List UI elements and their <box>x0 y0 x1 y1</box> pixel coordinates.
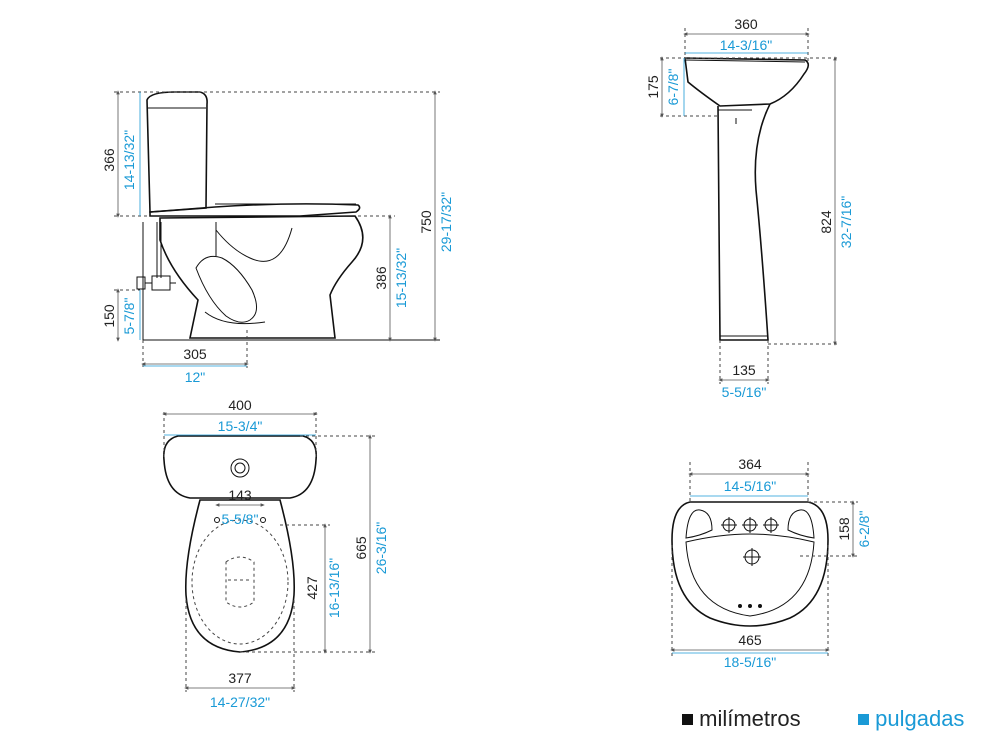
overall-height-mm: 824 <box>818 210 834 234</box>
basin-top-width-mm: 364 <box>738 456 762 472</box>
basin-top-outline <box>671 501 829 627</box>
bowl-length-mm: 427 <box>304 576 320 600</box>
total-height-in: 29-17/32" <box>438 192 454 252</box>
toilet-top-view: 400 15-3/4" 143 5-5/8" 427 16-13/16" 665… <box>162 397 389 710</box>
basin-side <box>684 57 810 107</box>
bowl-width-in: 14-27/32" <box>210 694 270 710</box>
toilet-side-view: 366 14-13/32" 150 5-7/8" 305 12" 386 15-… <box>101 90 454 385</box>
inlet-height-in: 5-7/8" <box>121 298 137 335</box>
bolt-spacing-in: 5-5/8" <box>222 511 259 527</box>
basin-height-mm: 175 <box>645 75 661 99</box>
total-length-in: 26-3/16" <box>373 522 389 574</box>
basin-depth-in: 6-2/8" <box>856 511 872 548</box>
tank-width-in: 15-3/4" <box>218 418 263 434</box>
legend-mm-swatch-icon <box>682 714 693 725</box>
legend-mm-label: milímetros <box>699 706 801 731</box>
faucet-hole-left-icon <box>721 517 737 533</box>
seat-height-in: 15-13/32" <box>393 248 409 308</box>
basin-height-in: 6-7/8" <box>665 69 681 106</box>
basin-overall-width-mm: 465 <box>738 632 762 648</box>
rough-in-mm: 305 <box>183 346 207 362</box>
seat-height-mm: 386 <box>373 266 389 290</box>
overall-height-in: 32-7/16" <box>838 196 854 248</box>
total-height-mm: 750 <box>418 210 434 234</box>
basin-top-view: 364 14-5/16" 158 6-2/8" 465 18-5/16" <box>670 456 872 670</box>
basin-top-width-in: 14-5/16" <box>724 478 776 494</box>
toilet-tank <box>146 91 208 213</box>
toilet-seat <box>149 203 361 217</box>
drain-icon <box>743 548 761 566</box>
overflow-icon <box>738 604 762 608</box>
bowl-inner-outline <box>191 519 289 645</box>
bolt-spacing-mm: 143 <box>228 487 252 503</box>
legend-in-label: pulgadas <box>875 706 965 731</box>
basin-overall-width-in: 18-5/16" <box>724 654 776 670</box>
pedestal-base-in: 5-5/16" <box>722 384 767 400</box>
rough-in-in: 12" <box>185 369 206 385</box>
pedestal-side-view: 360 14-3/16" 175 6-7/8" 824 32-7/16" 135… <box>645 16 854 400</box>
basin-depth-mm: 158 <box>836 517 852 541</box>
supply-valve-icon <box>136 222 176 291</box>
legend-millimeters: milímetros <box>682 706 801 732</box>
bolt-hole-right-icon <box>260 517 266 523</box>
total-length-mm: 665 <box>353 536 369 560</box>
bowl-length-in: 16-13/16" <box>326 558 342 618</box>
inlet-height-mm: 150 <box>101 304 117 328</box>
basin-width-mm: 360 <box>734 16 758 32</box>
legend-inches: pulgadas <box>858 706 964 732</box>
legend-in-swatch-icon <box>858 714 869 725</box>
flush-button-icon <box>230 458 250 478</box>
faucet-hole-right-icon <box>763 517 779 533</box>
bolt-hole-left-icon <box>214 517 220 523</box>
tank-height-mm: 366 <box>101 148 117 172</box>
toilet-bowl <box>159 215 364 339</box>
tank-height-in: 14-13/32" <box>121 130 137 190</box>
faucet-hole-center-icon <box>742 517 758 533</box>
tank-width-mm: 400 <box>228 397 252 413</box>
pedestal-base-mm: 135 <box>732 362 756 378</box>
bowl-width-mm: 377 <box>228 670 252 686</box>
pedestal-column <box>717 103 771 341</box>
basin-width-in: 14-3/16" <box>720 37 772 53</box>
